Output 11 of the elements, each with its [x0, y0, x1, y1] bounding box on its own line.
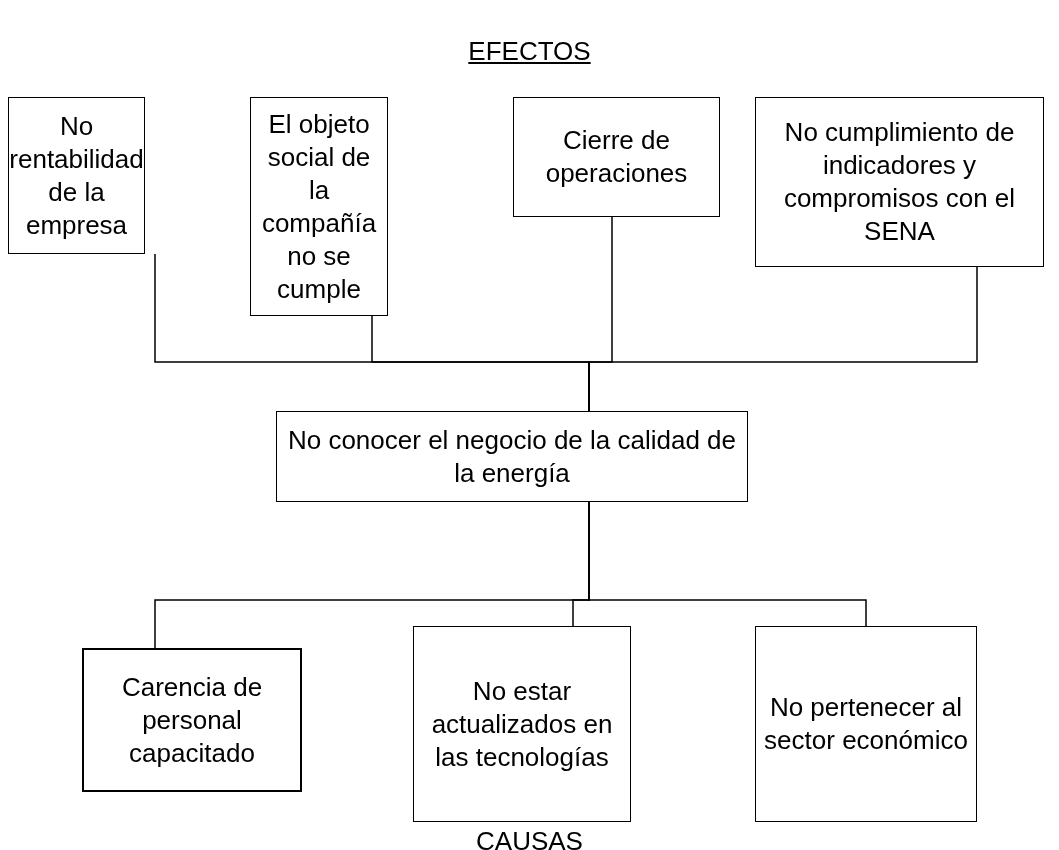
connector-line	[588, 501, 867, 627]
text-box: No rentabilidad de la empresa	[8, 97, 145, 254]
text-box: No pertenecer al sector económico	[755, 626, 977, 822]
heading: EFECTOS	[468, 35, 591, 68]
text-box: No cumplimiento de indicadores y compromisos con el SENA	[755, 97, 1044, 267]
text-box: El objeto social de la compañía no se cumple	[250, 97, 388, 316]
text-box: Carencia de personal capacitado	[82, 648, 302, 792]
text-box: Cierre de operaciones	[513, 97, 720, 217]
text-box: No estar actualizados en las tecnologías	[413, 626, 631, 822]
caption: CAUSAS	[476, 825, 583, 850]
text-box: No conocer el negocio de la calidad de la energía	[276, 411, 748, 502]
